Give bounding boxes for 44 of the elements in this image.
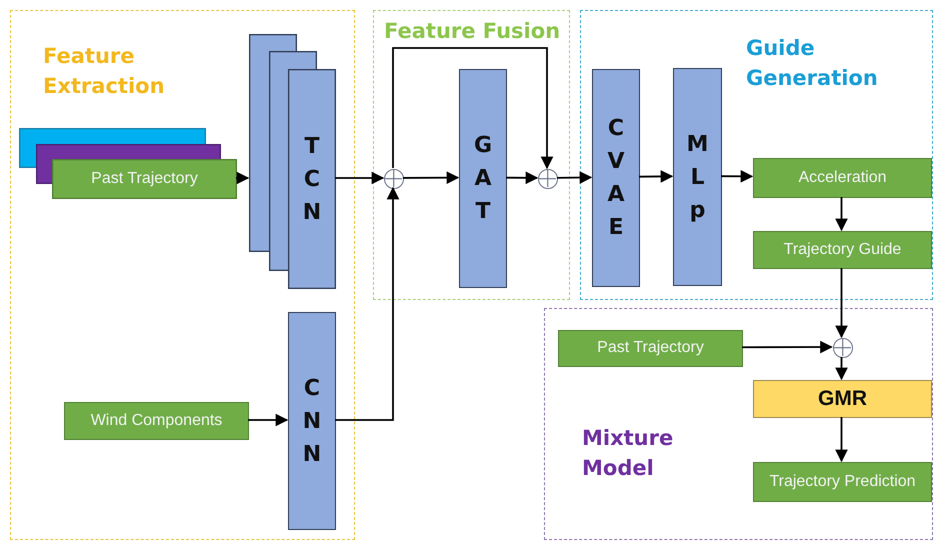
group-heading: Feature Extraction	[43, 43, 166, 100]
arrow	[835, 197, 848, 232]
arrow	[742, 340, 833, 354]
arrow	[392, 47, 554, 170]
process-box: Trajectory Prediction	[753, 462, 932, 502]
group-heading: Feature Fusion	[384, 18, 562, 45]
arrow	[639, 170, 674, 183]
arrow	[556, 171, 592, 184]
layer-label: CNN	[302, 374, 322, 468]
group-panel	[544, 308, 933, 540]
group-heading: Guide Generation	[746, 35, 879, 92]
arrow	[721, 170, 754, 183]
process-box: Acceleration	[753, 158, 932, 198]
group-heading: Mixture Model	[582, 425, 674, 482]
arrow	[835, 268, 848, 338]
stacked-boxes	[249, 34, 336, 289]
process-box: Trajectory Guide	[753, 231, 932, 269]
box-label: Past Trajectory	[90, 169, 199, 189]
group-panel	[373, 10, 570, 300]
arrow	[236, 172, 250, 184]
network-layer-box	[592, 69, 640, 287]
arrow	[506, 172, 538, 184]
arrow	[403, 171, 460, 184]
process-box: Wind Components	[64, 402, 249, 440]
arrow	[835, 357, 848, 380]
stacked-boxes	[19, 128, 237, 199]
model-box: GMR	[753, 380, 932, 418]
arrow	[248, 414, 288, 426]
group-panel	[10, 10, 355, 540]
layer-label: GAT	[472, 132, 494, 226]
group-panel	[580, 10, 933, 300]
network-layer-box	[459, 69, 507, 288]
network-layer-box	[673, 68, 722, 286]
network-layer-box	[288, 312, 336, 530]
process-box: Past Trajectory	[558, 330, 743, 367]
sum-junction	[384, 169, 404, 189]
sum-junction	[538, 169, 558, 189]
layer-label: CVAE	[606, 115, 626, 242]
layer-label: TCN	[302, 132, 322, 226]
arrow	[835, 417, 848, 462]
layer-label: MLp	[686, 130, 708, 224]
arrow	[335, 172, 384, 184]
arrow	[335, 186, 400, 421]
sum-junction	[832, 338, 852, 358]
